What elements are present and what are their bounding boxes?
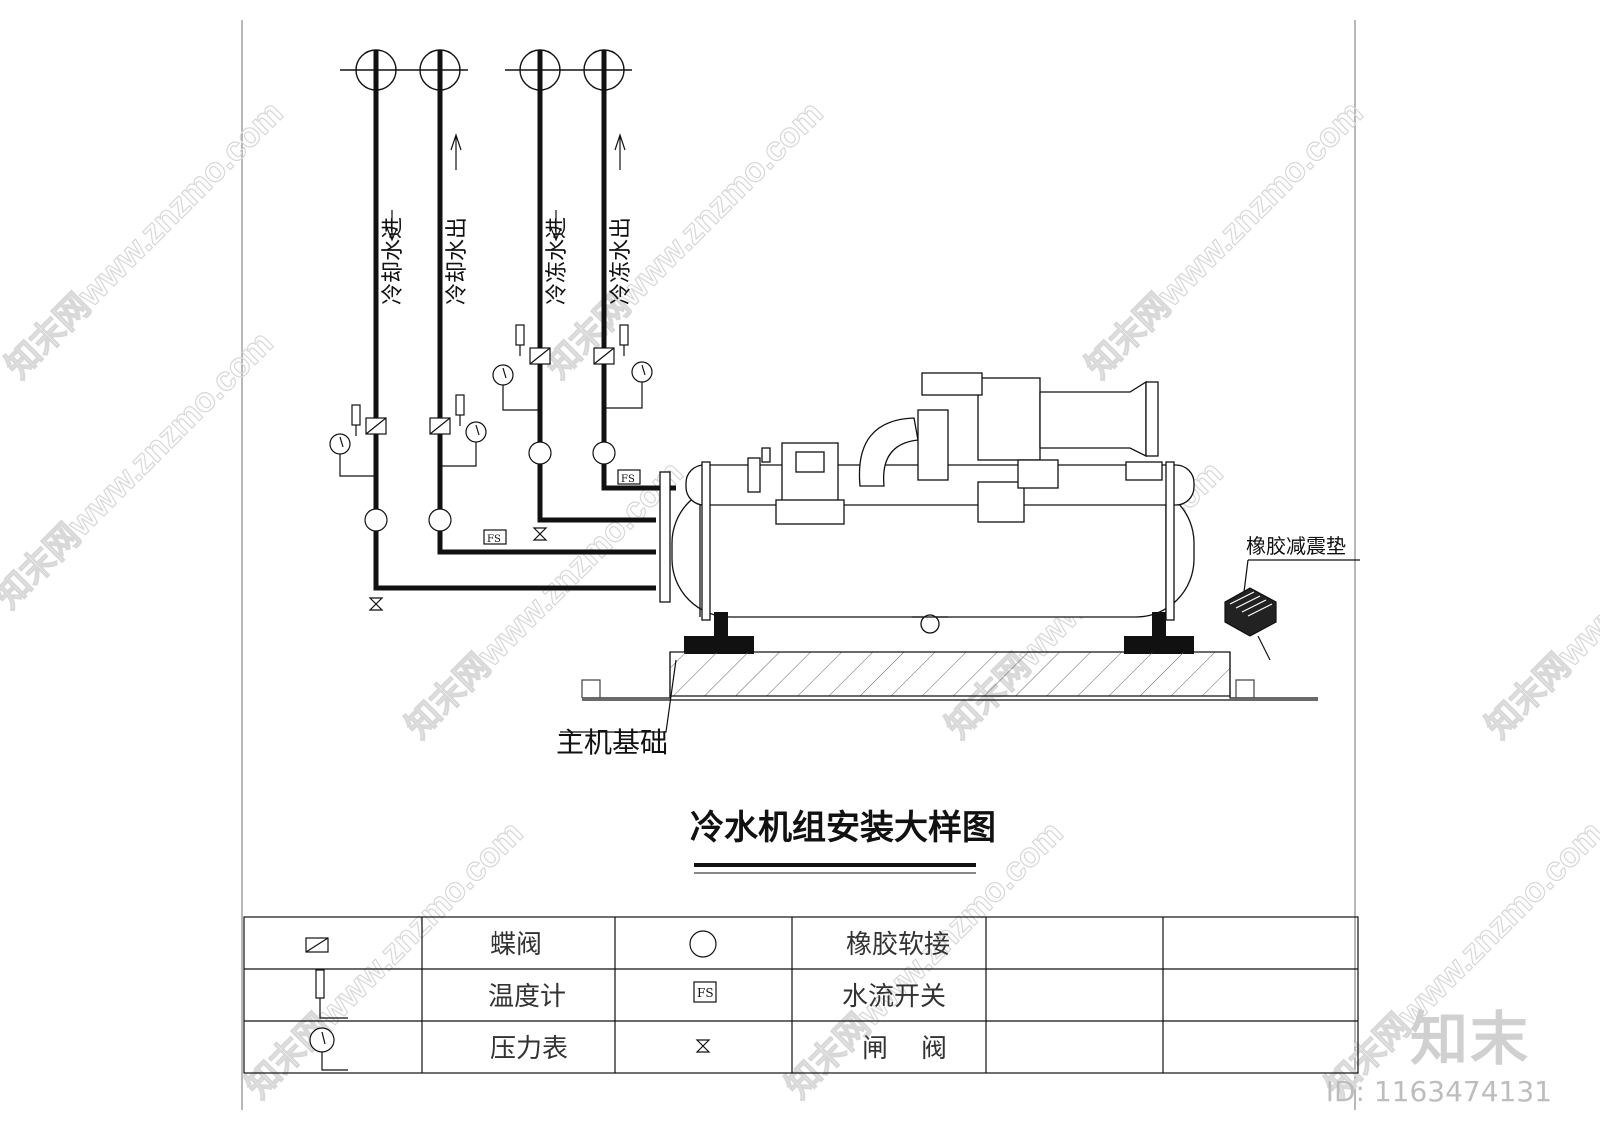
gate-valve-icon [532, 527, 548, 541]
legend-label-rubber-joint: 橡胶软接 [846, 930, 950, 960]
flow-switch-icon [693, 981, 717, 1003]
thermometer-icon [455, 394, 465, 426]
foundation [560, 651, 1318, 733]
thermometer-icon [351, 404, 361, 436]
flow-switch-label: FS [621, 474, 635, 485]
chilled-in-label: 冷冻水进 [545, 217, 570, 305]
watermark-text: 知末网www.znzmo.com [399, 454, 691, 746]
cooling-in-label: 冷却水进 [381, 217, 406, 305]
chilled-out-pipe [601, 50, 676, 491]
pressure-gauge-icon [492, 364, 540, 411]
sheet-frame [241, 20, 1356, 1110]
legend-label-pressure-gauge: 压力表 [490, 1034, 568, 1064]
rubber-pad-callout: 橡胶减震垫 [1246, 534, 1346, 558]
flow-switch-labels: FS FS [487, 474, 635, 545]
watermark-text: 知末网www.znzmo.com [1479, 454, 1600, 746]
compressor-elbow [858, 417, 919, 487]
pressure-gauge-icon [309, 1027, 348, 1071]
pressure-gauge-icon [329, 433, 376, 477]
legend-label-thermometer: 温度计 [488, 982, 566, 1012]
chilled-out-label: 冷冻水出 [609, 217, 634, 305]
thermometer-icon [515, 324, 525, 356]
butterfly-valve-icon [305, 937, 329, 953]
gate-valve-icon [368, 597, 384, 611]
butterfly-valve-icon [429, 417, 451, 435]
butterfly-valve-icon [529, 347, 551, 365]
pipe-headers [340, 49, 632, 91]
rubber-pad-detail [1224, 559, 1360, 661]
thermometer-icon [315, 969, 348, 1019]
rubber-pad [1124, 636, 1194, 654]
flow-switch-icon [483, 529, 507, 545]
watermark-text: 知末网www.znzmo.com [539, 94, 831, 386]
thermometer-icon [619, 324, 629, 356]
rubber-joint-icon [689, 930, 717, 958]
legend-label-gate-valve: 闸 阀 [862, 1034, 947, 1064]
rubber-joint-icon [528, 441, 552, 465]
pipe-labels: 冷却水进 冷却水出 冷冻水进 冷冻水出 [381, 217, 634, 305]
motor-housing [1039, 380, 1147, 458]
butterfly-valve-icon [365, 417, 387, 435]
rubber-pads [684, 612, 1194, 654]
cooling-out-pipe [437, 50, 656, 555]
pressure-gauge-icon [604, 361, 653, 409]
flow-switch-icon [617, 469, 641, 485]
cooling-out-label: 冷却水出 [445, 217, 470, 305]
legend-symbols [305, 930, 717, 1071]
pipes [373, 50, 676, 591]
rubber-pad [684, 636, 754, 654]
compressor [977, 377, 1041, 461]
rubber-joint-icon [592, 441, 616, 465]
pressure-gauge-icon [440, 421, 487, 467]
legend-labels: 蝶阀 橡胶软接 温度计 水流开关 压力表 闸 阀 [488, 930, 950, 1064]
watermark-text: 知末网www.znzmo.com [239, 814, 531, 1106]
butterfly-valve-icon [593, 347, 615, 365]
rubber-joint-icon [364, 508, 388, 532]
flow-arrows [386, 133, 626, 242]
chiller-unit [659, 372, 1195, 634]
legend-label-butterfly-valve: 蝶阀 [490, 930, 542, 960]
cooling-in-pipe [373, 50, 656, 591]
chilled-in-pipe [537, 50, 656, 523]
asset-id: ID: 1163474131 [1325, 1075, 1552, 1108]
legend-table [243, 916, 1359, 1074]
watermark-text: 知末网www.znzmo.com [1079, 94, 1371, 386]
rubber-joint-icon [428, 508, 452, 532]
drawing-title: 冷水机组安装大样图 [690, 808, 996, 848]
legend-fs-symbol: FS [697, 986, 714, 1000]
brand-logo: 知末 [1409, 1005, 1530, 1073]
gate-valve-icon [695, 1039, 711, 1053]
legend-label-flow-switch: 水流开关 [842, 982, 946, 1012]
foundation-callout: 主机基础 [556, 726, 668, 759]
pipe-fittings [329, 324, 653, 611]
flow-switch-label: FS [487, 534, 501, 545]
